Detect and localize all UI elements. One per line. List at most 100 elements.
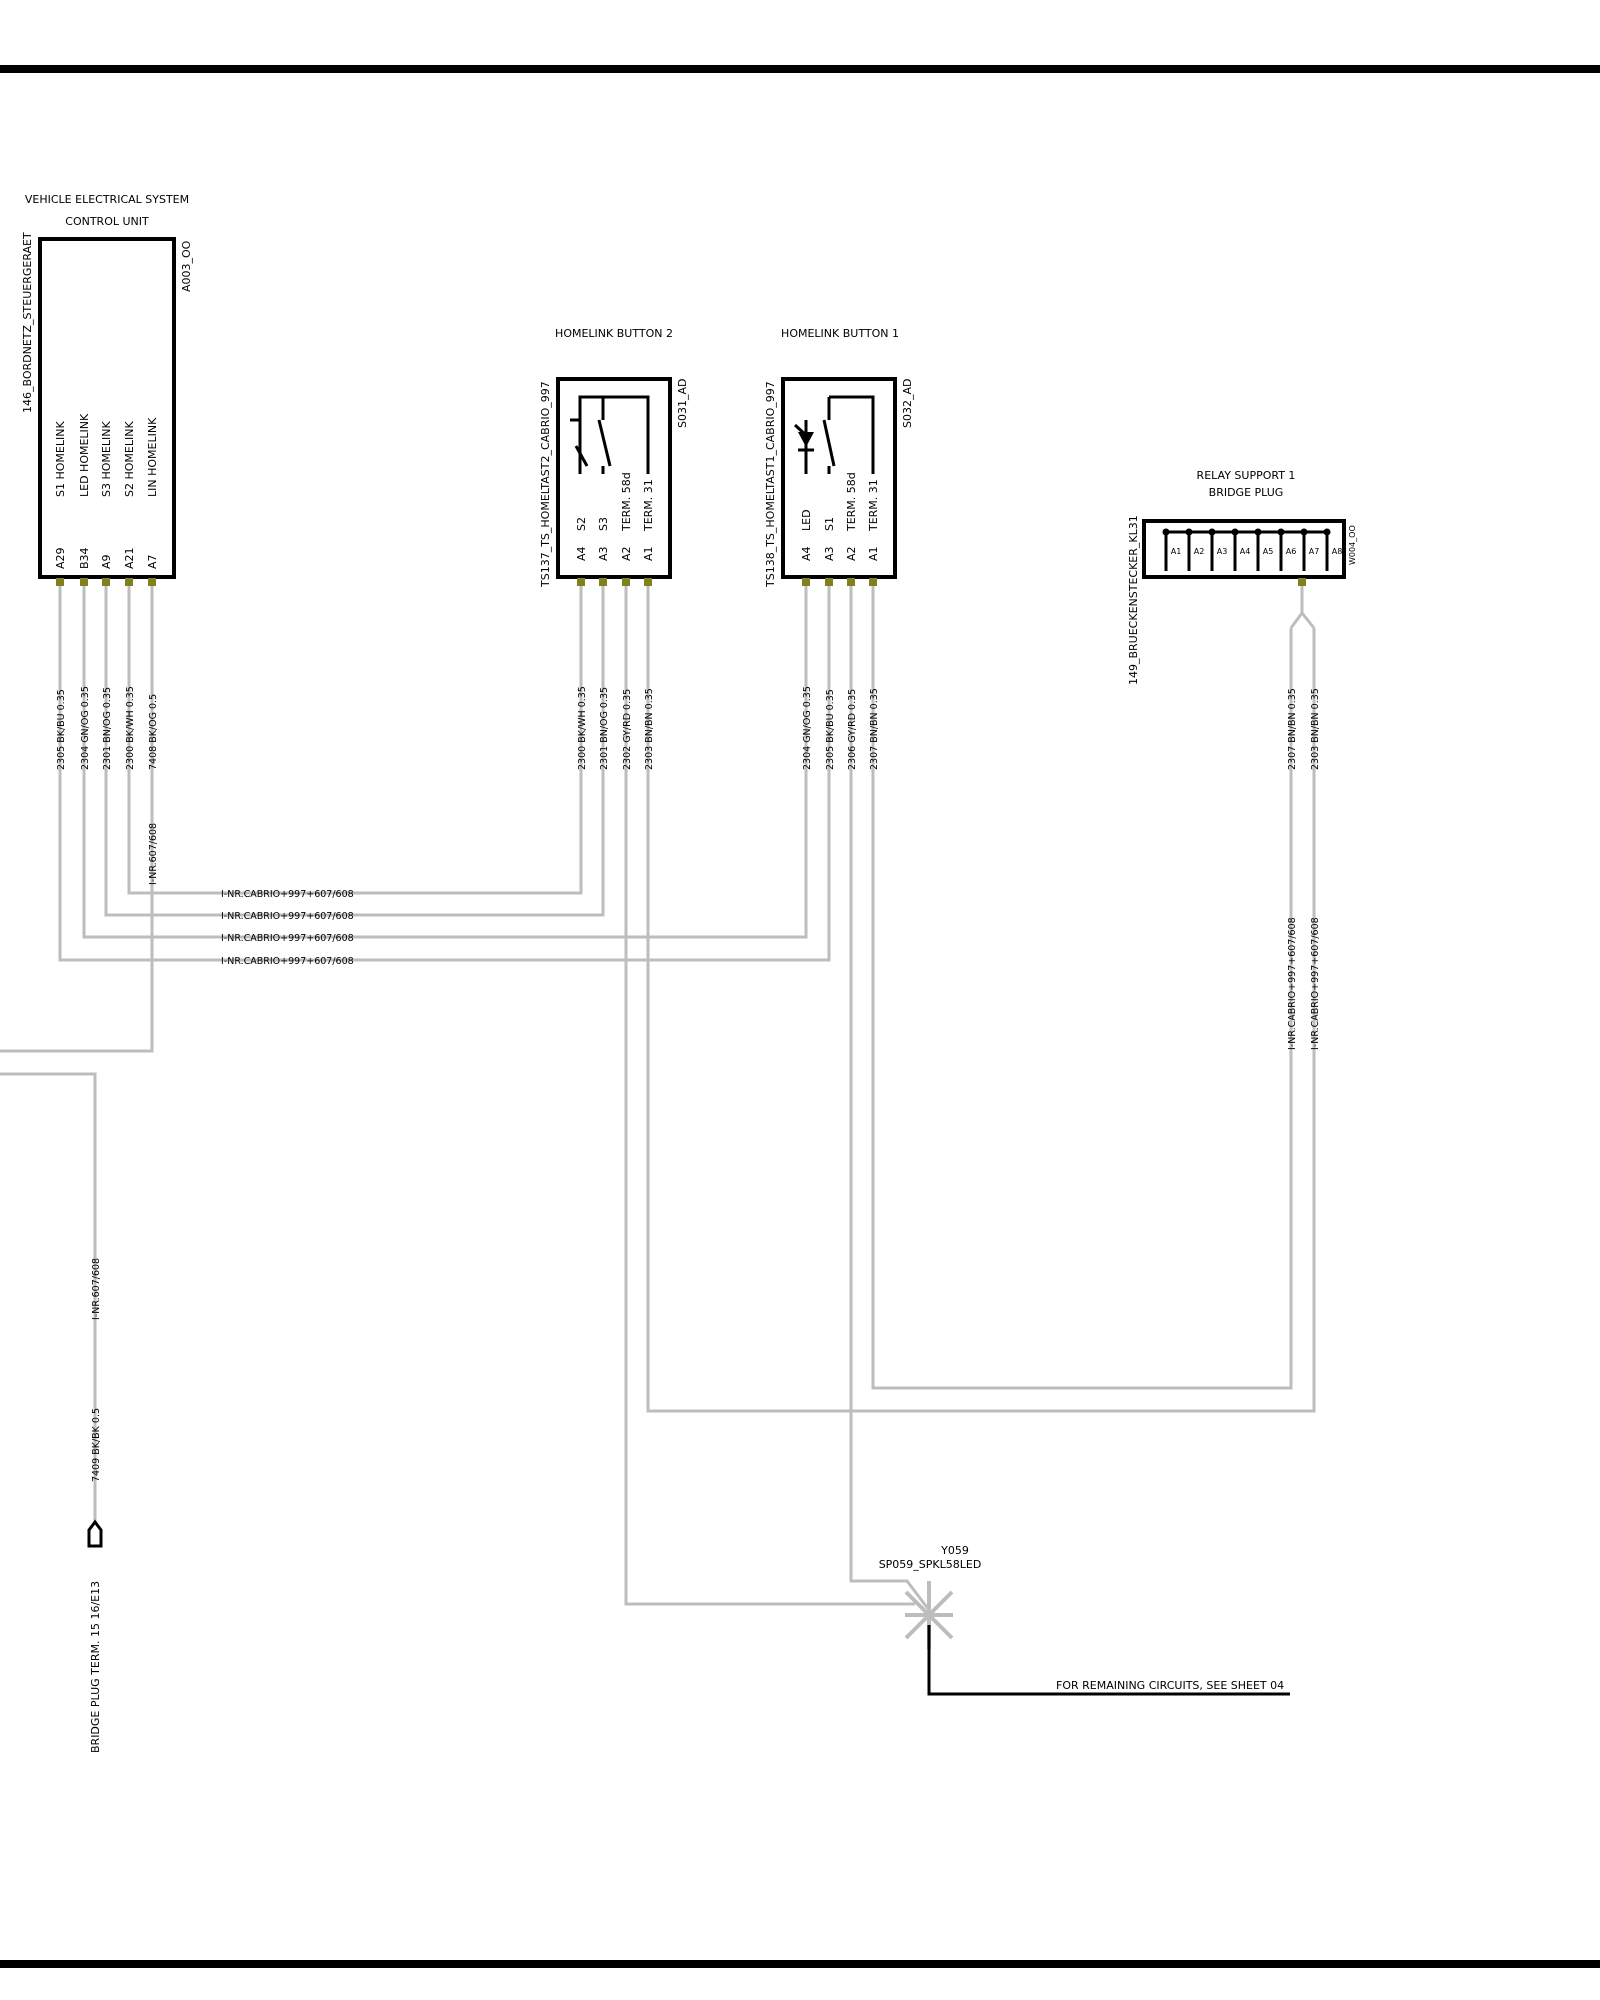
splice-name: SP059_SPKL58LED [879, 1558, 982, 1571]
button2-wire-label-1: 2301 BN/OG 0.35 [599, 687, 610, 770]
bridge15-label: BRIDGE PLUG TERM. 15 16/E13 [89, 1581, 102, 1753]
wire-2305 [58, 582, 831, 962]
button2-pin-func-0: S2 [575, 517, 588, 531]
ecu-pin-2: A9 [100, 554, 113, 569]
relay-pin-3: A4 [1240, 547, 1251, 556]
button1-pin-func-3: TERM. 31 [867, 479, 880, 532]
wire-2300 [127, 582, 583, 895]
wire-2303 [646, 582, 1316, 1413]
wire-2302 [624, 582, 915, 1606]
button2-pin-terminal-1 [599, 578, 607, 586]
splice-star-icon [904, 1581, 954, 1649]
button1-pin-terminal-1 [825, 578, 833, 586]
button1-pin-terminal-3 [869, 578, 877, 586]
button2-pin-terminal-3 [644, 578, 652, 586]
ecu-pin-1: B34 [78, 547, 91, 569]
relay-pin-0: A1 [1171, 547, 1182, 556]
button2-wire-label-2: 2302 GY/RD 0.35 [622, 689, 633, 770]
button1-pin-1: A3 [823, 546, 836, 561]
homelink-button-2: HOMELINK BUTTON 2 TS137_TS_HOMELTAST2_CA… [539, 327, 689, 770]
button1-pin-func-0: LED [800, 509, 813, 531]
button1-code: S032_AD [901, 379, 914, 428]
relay-box [1142, 519, 1346, 579]
wire-relay-merge [1289, 610, 1316, 629]
relay-title-2: BRIDGE PLUG [1209, 486, 1284, 499]
option-label-relay-1: I-NR.CABRIO+997+607/608 [1287, 917, 1298, 1050]
button2-code: S031_AD [676, 379, 689, 428]
bottom-border [0, 1960, 1600, 1968]
ecu-pin-3: A21 [123, 547, 136, 569]
button2-pin-terminal-0 [577, 578, 585, 586]
relay-pin-5: A6 [1286, 547, 1297, 556]
ecu-pin-func-3: S2 HOMELINK [123, 421, 136, 497]
relay-support: RELAY SUPPORT 1 BRIDGE PLUG 149_BRUECKEN… [1127, 469, 1357, 685]
ecu-pin-terminal-3 [125, 578, 133, 586]
option-label-3: I-NR.CABRIO+997+607/608 [221, 933, 354, 944]
option-labels: I-NR.CABRIO+997+607/608 I-NR.CABRIO+997+… [91, 823, 1321, 1320]
button1-name: TS138_TS_HOMELTAST1_CABRIO_997 [764, 381, 777, 588]
wire-2301 [104, 582, 605, 917]
ecu-pin-func-2: S3 HOMELINK [100, 421, 113, 497]
button1-pin-2: A2 [845, 546, 858, 561]
button2-title: HOMELINK BUTTON 2 [555, 327, 673, 340]
relay-pin-6: A7 [1309, 547, 1320, 556]
wire-7408 [0, 582, 154, 1053]
wires [0, 582, 1316, 1611]
relay-title-1: RELAY SUPPORT 1 [1197, 469, 1296, 482]
wire-2307 [871, 582, 1293, 1390]
ecu-pin-func-1: LED HOMELINK [78, 413, 91, 497]
ecu-pin-terminal-2 [102, 578, 110, 586]
button2-name: TS137_TS_HOMELTAST2_CABRIO_997 [539, 381, 552, 588]
ecu-component: VEHICLE ELECTRICAL SYSTEM CONTROL UNIT 1… [21, 193, 193, 770]
button2-pin-2: A2 [620, 546, 633, 561]
relay-pin-7: A8 [1332, 547, 1343, 556]
button1-wire-label-0: 2304 GN/OG 0.35 [802, 686, 813, 770]
button1-wire-label-3: 2307 BN/BN 0.35 [869, 688, 880, 770]
relay-wire-labels: 2307 BN/BN 0.35 2303 BN/BN 0.35 [1287, 688, 1321, 770]
ecu-box [38, 237, 176, 579]
button1-wire-label-1: 2305 BK/BU 0.35 [825, 689, 836, 770]
button2-pin-func-2: TERM. 58d [620, 472, 633, 532]
ecu-pin-terminal-1 [80, 578, 88, 586]
relay-name: 149_BRUECKENSTECKER_KL31 [1127, 515, 1140, 685]
button1-pin-func-1: S1 [823, 517, 836, 531]
wire-label-7409: 7409 BK/BK 0.5 [91, 1408, 102, 1482]
relay-pin-2: A3 [1217, 547, 1228, 556]
ecu-title-1: VEHICLE ELECTRICAL SYSTEM [25, 193, 189, 206]
button1-pin-func-2: TERM. 58d [845, 472, 858, 532]
relay-pin-1: A2 [1194, 547, 1205, 556]
button1-wire-label-2: 2306 GY/RD 0.35 [847, 689, 858, 770]
ecu-wire-label-0: 2305 BK/BU 0.35 [56, 689, 67, 770]
ecu-pin-terminal-0 [56, 578, 64, 586]
button1-title: HOMELINK BUTTON 1 [781, 327, 899, 340]
button1-pin-0: A4 [800, 546, 813, 561]
option-label-lin: I-NR.607/608 [148, 823, 159, 885]
ecu-wire-label-2: 2301 BN/OG 0.35 [102, 687, 113, 770]
button1-pin-terminal-2 [847, 578, 855, 586]
ecu-pin-terminal-4 [148, 578, 156, 586]
bridge-plug-connector-icon [87, 1519, 103, 1548]
wire-2304 [82, 582, 808, 939]
relay-wire-label-1: 2307 BN/BN 0.35 [1287, 688, 1298, 770]
relay-code: W004_OO [1348, 525, 1357, 565]
splice-output-line [927, 1625, 1290, 1696]
relay-pin-4: A5 [1263, 547, 1274, 556]
homelink-button-1: HOMELINK BUTTON 1 TS138_TS_HOMELTAST1_CA… [764, 327, 914, 770]
button1-box [781, 377, 897, 579]
ecu-wire-label-4: 7408 BK/OG 0.5 [148, 694, 159, 770]
button2-wire-label-3: 2303 BN/BN 0.35 [644, 688, 655, 770]
splice-note: FOR REMAINING CIRCUITS, SEE SHEET 04 [1056, 1679, 1284, 1692]
ecu-title-2: CONTROL UNIT [65, 215, 149, 228]
splice-y059: Y059 SP059_SPKL58LED FOR REMAINING CIRCU… [879, 1544, 1290, 1696]
button2-pin-func-1: S3 [597, 517, 610, 531]
wire-7409 [0, 1072, 97, 1525]
ecu-name: 146_BORDNETZ_STEUERGERAET [21, 232, 34, 413]
relay-pin-terminal [1298, 578, 1306, 586]
top-border [0, 65, 1600, 73]
button2-pin-3: A1 [642, 546, 655, 561]
relay-wire-label-2: 2303 BN/BN 0.35 [1310, 688, 1321, 770]
button1-pin-3: A1 [867, 546, 880, 561]
ecu-pin-4: A7 [146, 554, 159, 569]
button2-box [556, 377, 672, 579]
